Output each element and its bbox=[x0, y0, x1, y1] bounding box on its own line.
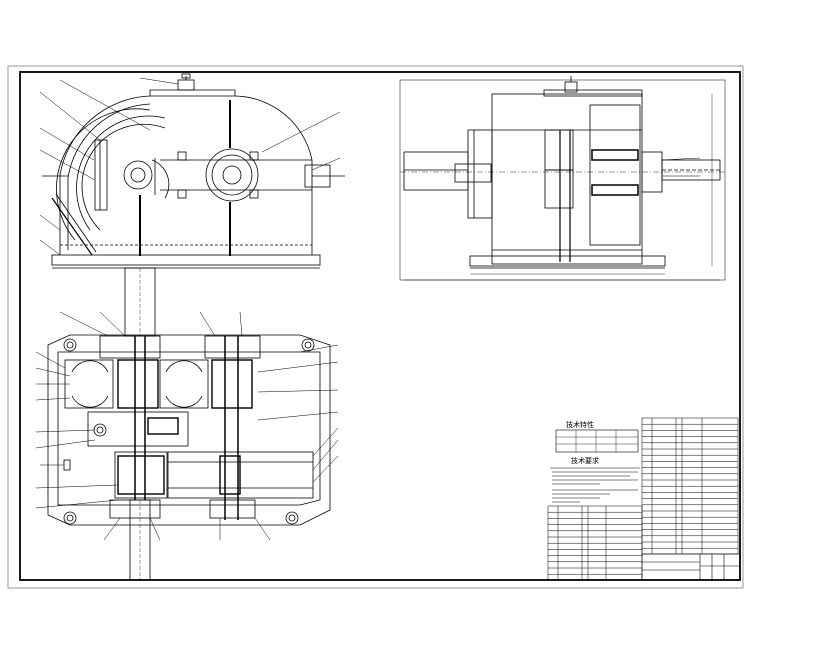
parts-list bbox=[547, 417, 739, 581]
tech-requirements-title: 技术要求 bbox=[571, 456, 599, 465]
characteristics-table bbox=[555, 429, 639, 453]
tech-requirements-text-block bbox=[550, 467, 640, 503]
top-section-view bbox=[35, 267, 339, 581]
front-view bbox=[39, 73, 345, 269]
outer-frame bbox=[7, 65, 744, 589]
side-view bbox=[399, 76, 726, 281]
title-block bbox=[641, 553, 741, 581]
characteristics-title: 技术特性 bbox=[566, 420, 594, 429]
inner-frame bbox=[19, 71, 741, 581]
